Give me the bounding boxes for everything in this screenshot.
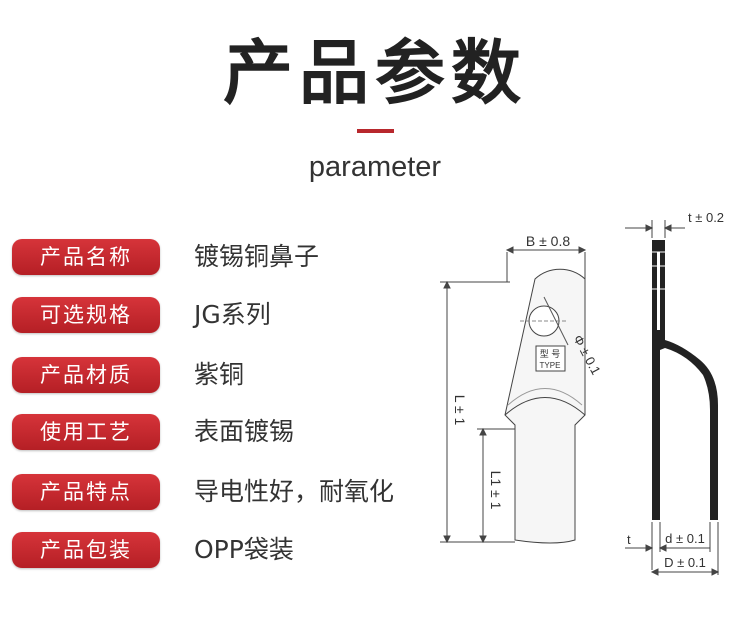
dimension-t-top [625,220,685,238]
dimension-l1 [477,427,515,544]
param-label-features: 产品特点 [12,474,160,510]
dimension-D-label: D ± 0.1 [664,555,706,570]
lug-front-view [504,268,586,544]
dimension-t-top-label: t ± 0.2 [688,210,724,225]
param-value-material: 紫铜 [194,360,245,389]
param-value-name: 镀锡铜鼻子 [194,242,320,271]
lug-side-view [652,240,718,520]
page-subtitle: parameter [308,151,442,183]
param-value-features: 导电性好，耐氧化 [194,477,395,506]
dimension-d [660,522,711,552]
dimension-l-label: L ± 1 [452,395,468,426]
dimension-b [505,246,587,282]
param-label-packaging: 产品包装 [12,532,160,568]
param-label-material: 产品材质 [12,357,160,393]
dimension-t-bottom [625,522,667,570]
title-underline [357,129,394,133]
param-label-spec: 可选规格 [12,297,160,333]
param-label-process: 使用工艺 [12,414,160,450]
cable-lug-technical-drawing: 型 号 TYPE B ± 0.8 Φ ± 0.1 L ± 1 L1 ± 1 [440,210,724,576]
dimension-t-bottom-label: t [627,532,631,547]
dimension-l [440,280,515,544]
param-value-spec: JG系列 [194,300,271,329]
stamp-text-model: 型 号 [540,349,561,359]
dimension-d-label: d ± 0.1 [665,531,705,546]
param-value-process: 表面镀锡 [194,417,295,446]
dimension-l1-label: L1 ± 1 [488,471,504,510]
dimension-b-label: B ± 0.8 [526,233,570,249]
param-value-packaging: OPP袋装 [194,535,294,564]
stamp-text-type: TYPE [540,361,561,370]
dimension-D [650,522,720,576]
param-label-name: 产品名称 [12,239,160,275]
page-title: 产品参数 [223,32,527,114]
